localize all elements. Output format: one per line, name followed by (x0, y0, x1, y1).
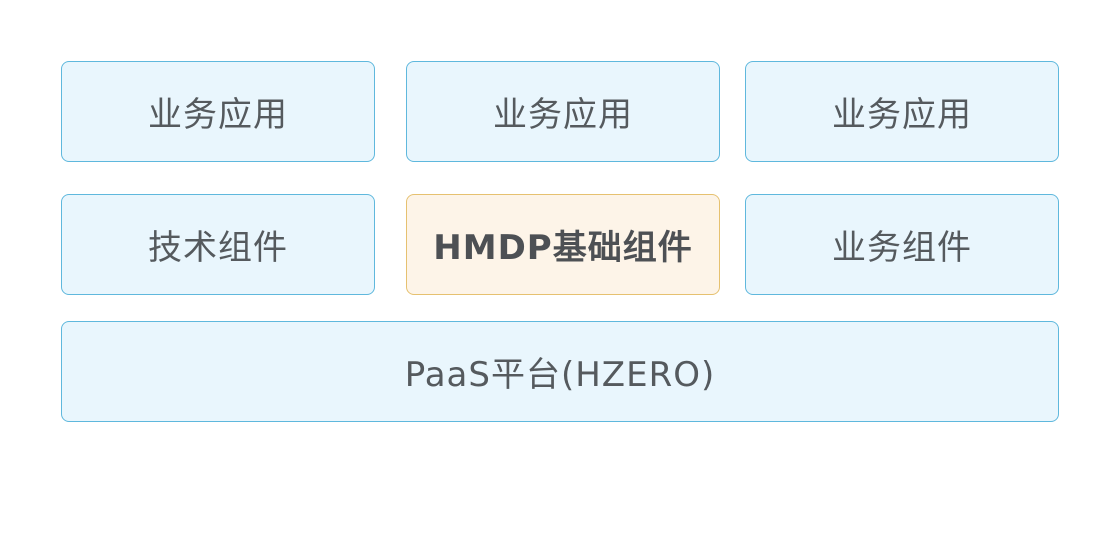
business-application-label-2: 业务应用 (493, 95, 633, 135)
technical-components-box: 技术组件 (61, 194, 375, 295)
business-components-label: 业务组件 (832, 228, 972, 268)
technical-components-label: 技术组件 (148, 228, 288, 268)
paas-platform-box: PaaS平台(HZERO) (61, 321, 1059, 422)
business-application-box-2: 业务应用 (406, 61, 720, 162)
hmdp-base-components-label: HMDP基础组件 (433, 228, 693, 268)
business-application-label-1: 业务应用 (148, 95, 288, 135)
business-application-box-3: 业务应用 (745, 61, 1059, 162)
hmdp-base-components-box: HMDP基础组件 (406, 194, 720, 295)
business-components-box: 业务组件 (745, 194, 1059, 295)
business-application-box-1: 业务应用 (61, 61, 375, 162)
business-application-label-3: 业务应用 (832, 95, 972, 135)
paas-platform-label: PaaS平台(HZERO) (404, 355, 716, 395)
